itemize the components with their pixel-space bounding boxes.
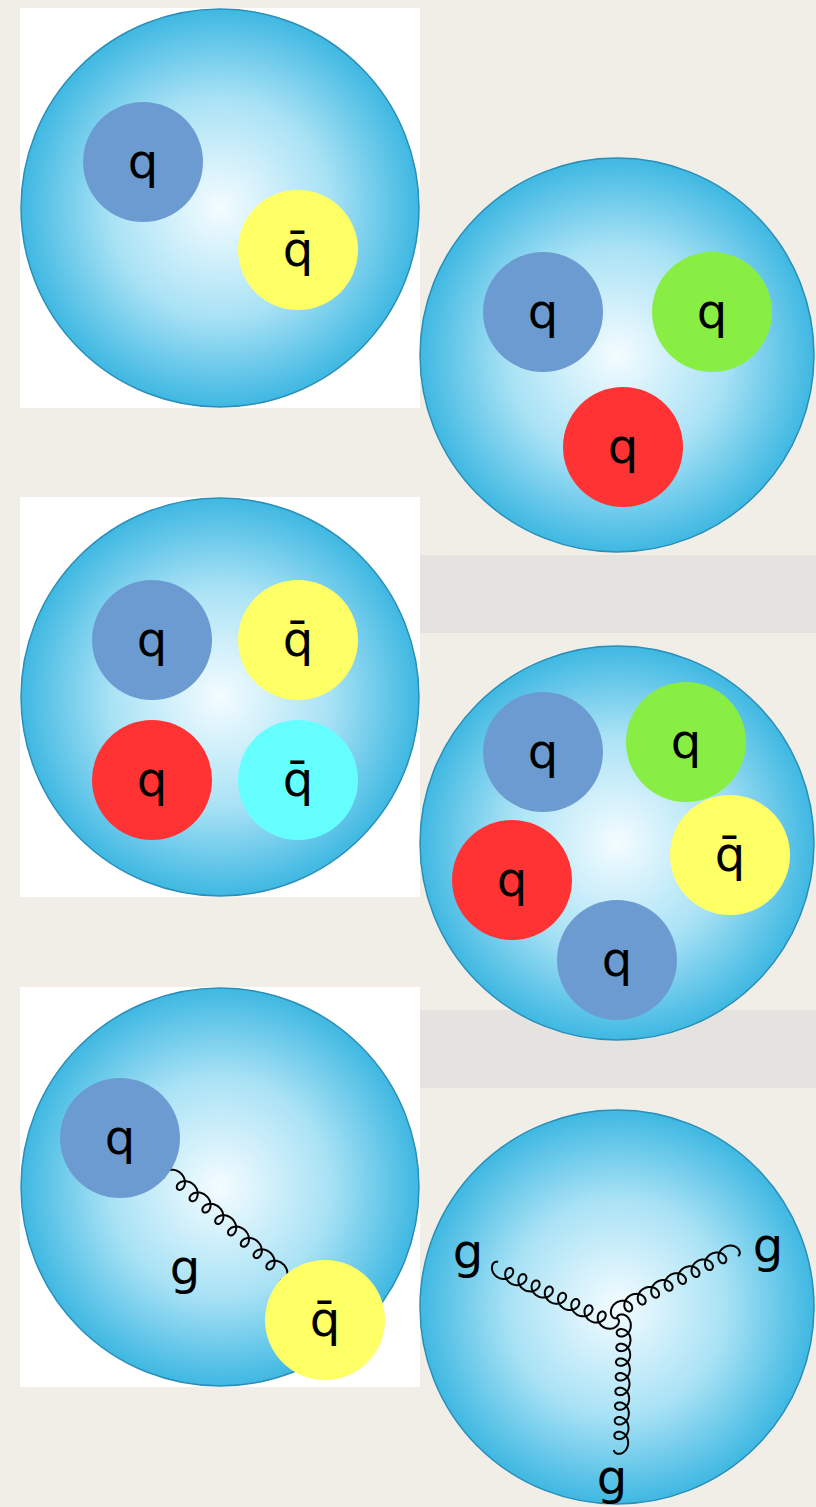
quark-symbol: q: [528, 283, 558, 341]
quark-circle: q: [83, 102, 203, 222]
quark-circle: q: [557, 900, 677, 1020]
quark-circle: q: [60, 1078, 180, 1198]
quark-circle: q̄: [265, 1260, 385, 1380]
meson-circle: [21, 9, 419, 407]
quark-symbol: q̄: [283, 221, 313, 279]
quark-circle: q: [626, 682, 746, 802]
tetraquark-circle: [21, 498, 419, 896]
quark-symbol: q̄: [715, 826, 745, 884]
quark-circle: q̄: [670, 795, 790, 915]
quark-circle: q: [483, 692, 603, 812]
panel-ground: [20, 8, 420, 408]
quark-circle: q: [92, 720, 212, 840]
quark-symbol: q: [128, 133, 158, 191]
quark-circle: q: [563, 387, 683, 507]
quark-circle: q̄: [238, 720, 358, 840]
gluon-line: [492, 1262, 619, 1329]
panel-ground: [20, 497, 420, 897]
quark-symbol: q: [137, 611, 167, 669]
quark-symbol: q: [608, 418, 638, 476]
quark-symbol: q: [105, 1109, 135, 1167]
quark-circle: q: [483, 252, 603, 372]
quark-symbol: q: [137, 751, 167, 809]
quark-circle: q̄: [238, 580, 358, 700]
gluon-line: [611, 1246, 740, 1319]
quark-circle: q: [652, 252, 772, 372]
gluon-vertex: [492, 1246, 740, 1454]
gluon-label: g: [453, 1223, 483, 1281]
quark-symbol: q: [528, 723, 558, 781]
quark-symbol: q̄: [283, 611, 313, 669]
quark-symbol: q: [671, 713, 701, 771]
pentaquark-circle: [420, 646, 814, 1040]
quark-symbol: q: [602, 931, 632, 989]
gluon-label: g: [597, 1449, 627, 1507]
quark-circle: q̄: [238, 190, 358, 310]
quark-circle: q: [92, 580, 212, 700]
gluon-label: g: [170, 1239, 200, 1297]
glueball-circle: [420, 1110, 814, 1504]
quark-symbol: q̄: [310, 1291, 340, 1349]
gluon-line: [614, 1314, 631, 1453]
panel-ground: [20, 987, 420, 1387]
gluon-label: g: [753, 1217, 783, 1275]
baryon-circle: [420, 158, 814, 552]
quark-symbol: q̄: [283, 751, 313, 809]
quark-circle: q: [452, 820, 572, 940]
panel-ground: [420, 555, 816, 633]
hybrid-circle: [21, 988, 419, 1386]
quark-symbol: q: [697, 283, 727, 341]
quark-symbol: q: [497, 851, 527, 909]
